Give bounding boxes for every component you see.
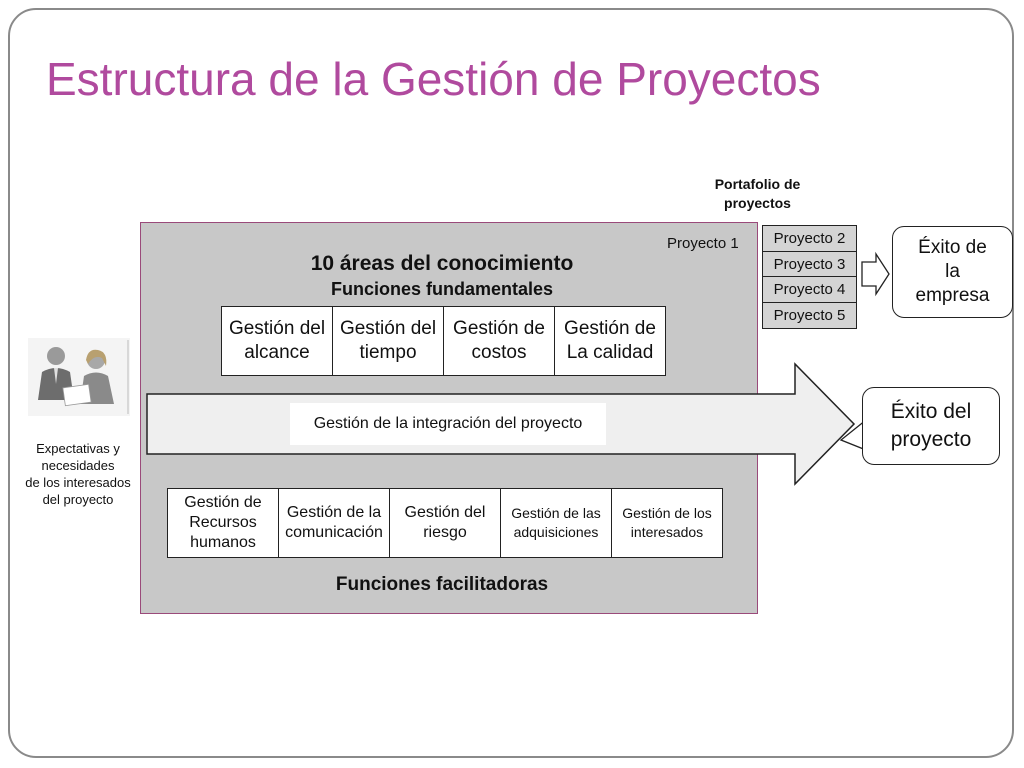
stakeholders-expectations-text: Expectativas y necesidades de los intere… [25, 441, 131, 507]
proyecto-1-label: Proyecto 1 [667, 235, 739, 252]
area-riesgo: Gestión del riesgo [390, 489, 501, 557]
area-tiempo: Gestión del tiempo [333, 307, 444, 375]
area-alcance: Gestión del alcance [222, 307, 333, 375]
area-adquisiciones: Gestión de las adquisiciones [501, 489, 612, 557]
portfolio-project: Proyecto 2 [763, 226, 856, 252]
portfolio-project: Proyecto 5 [763, 302, 856, 328]
facilitating-areas-table: Gestión de Recursos humanos Gestión de l… [167, 488, 723, 558]
area-comunicacion: Gestión de la comunicación [279, 489, 390, 557]
area-interesados: Gestión de los interesados [622, 505, 712, 540]
facilitating-functions-label: Funciones facilitadoras [335, 574, 549, 595]
portfolio-project: Proyecto 4 [763, 277, 856, 303]
company-success-box: Éxito de la empresa [892, 226, 1013, 318]
area-costos: Gestión de costos [444, 307, 555, 375]
stakeholders-people-icon [28, 338, 130, 416]
integration-label: Gestión de la integración del proyecto [290, 403, 606, 445]
fundamental-functions-label: Funciones fundamentales [330, 279, 554, 299]
portfolio-project: Proyecto 3 [763, 251, 856, 277]
portfolio-label: Portafolio de proyectos [714, 176, 801, 211]
fundamental-areas-table: Gestión del alcance Gestión del tiempo G… [221, 306, 666, 376]
slide-title: Estructura de la Gestión de Proyectos [46, 53, 821, 105]
project-success-callout: Éxito del proyecto [862, 387, 1000, 465]
areas-title: 10 áreas del conocimiento [310, 252, 574, 275]
portfolio-project-list: Proyecto 2 Proyecto 3 Proyecto 4 Proyect… [762, 225, 857, 329]
area-calidad: Gestión de La calidad [564, 318, 656, 363]
area-recursos-humanos: Gestión de Recursos humanos [168, 489, 279, 557]
